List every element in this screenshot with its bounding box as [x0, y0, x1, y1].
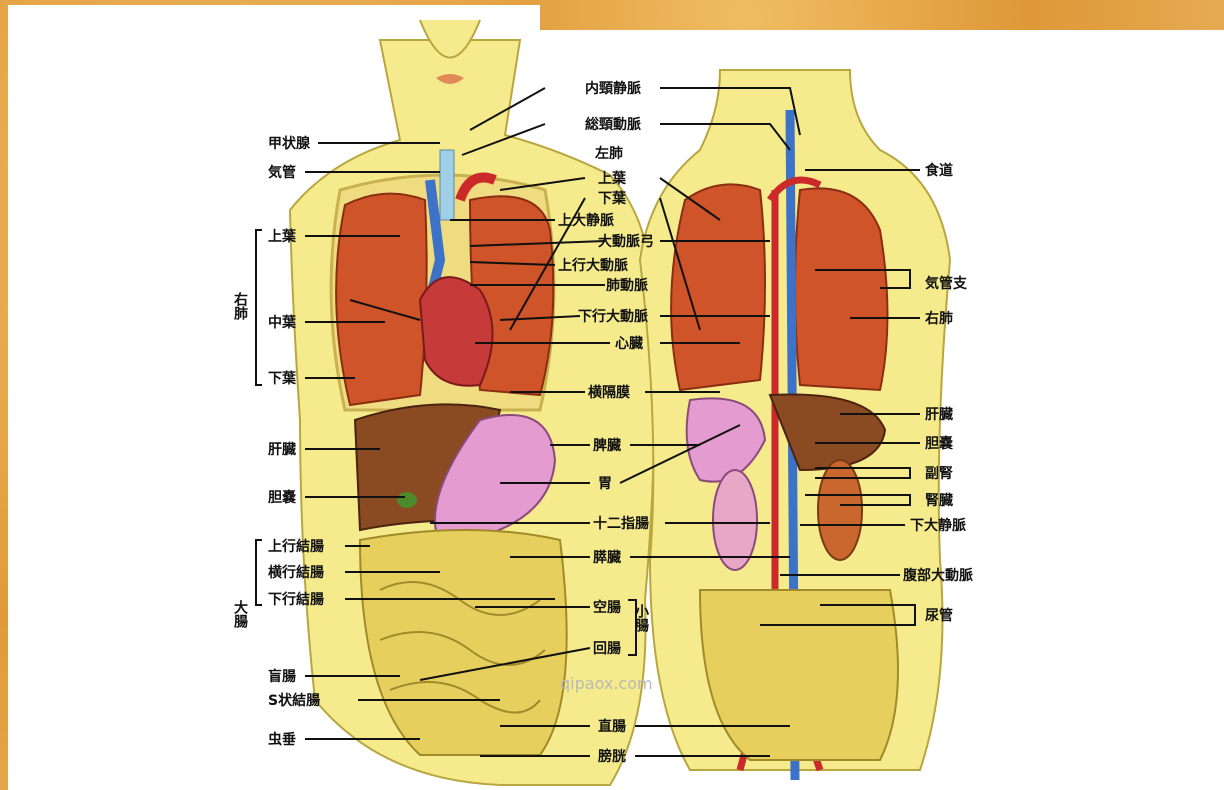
back-torso-illustration: [640, 70, 950, 780]
label-right-lower-lobe: 下葉: [268, 370, 297, 387]
label-thyroid: 甲状腺: [268, 135, 311, 152]
label-rear-right-lung: 右肺: [924, 310, 953, 327]
label-jugular: 内頸静脈: [585, 80, 641, 97]
label-bladder: 膀胱: [597, 748, 626, 765]
rear-kidney-right: [818, 460, 862, 560]
label-right-middle-lobe: 中葉: [268, 314, 297, 331]
label-kidney: 腎臓: [925, 492, 953, 509]
label-large-intestine-group: 大腸: [232, 599, 248, 629]
label-rectum: 直腸: [598, 718, 626, 735]
label-pancreas: 膵臓: [593, 549, 621, 566]
label-ureter: 尿管: [925, 607, 953, 624]
gallbladder-shape: [397, 492, 417, 508]
rear-kidney-left: [713, 470, 757, 570]
label-adrenal: 副腎: [925, 466, 953, 482]
label-pulmonary-artery: 肺動脈: [606, 277, 648, 294]
heart-shape: [420, 277, 493, 386]
label-descending-colon: 下行結腸: [268, 591, 324, 608]
label-liver: 肝臓: [268, 441, 296, 458]
trachea-shape: [440, 150, 454, 220]
label-cecum: 盲腸: [268, 668, 296, 685]
label-left-upper-lobe: 上葉: [598, 170, 627, 187]
label-right-lung-group: 右肺: [232, 291, 249, 321]
label-rear-gallbladder: 胆嚢: [925, 435, 954, 452]
label-ascending-aorta: 上行大動脈: [558, 257, 628, 274]
label-bronchi: 気管支: [925, 275, 968, 292]
label-aortic-arch: 大動脈弓: [598, 233, 654, 250]
label-rear-liver: 肝臓: [925, 406, 953, 423]
label-jejunum: 空腸: [593, 599, 621, 616]
label-right-upper-lobe: 上葉: [268, 228, 297, 245]
label-abdominal-aorta: 腹部大動脈: [903, 567, 973, 584]
label-ivc: 下大静脈: [910, 517, 966, 534]
label-appendix: 虫垂: [268, 731, 296, 748]
label-sigmoid: S状結腸: [268, 692, 320, 709]
label-diaphragm: 横隔膜: [588, 384, 630, 401]
label-esophagus: 食道: [925, 162, 953, 179]
label-descending-aorta: 下行大動脈: [578, 308, 648, 325]
watermark: qipaox.com: [560, 674, 653, 693]
label-gallbladder: 胆嚢: [268, 489, 297, 506]
label-svc: 上大静脈: [558, 212, 614, 229]
rear-left-lung: [671, 184, 765, 390]
label-stomach: 胃: [598, 476, 612, 492]
label-carotid: 総頸動脈: [585, 116, 641, 133]
label-ascending-colon: 上行結腸: [268, 538, 324, 555]
rear-intestines: [700, 590, 898, 760]
label-spleen: 脾臓: [593, 437, 621, 454]
label-left-lower-lobe: 下葉: [598, 190, 627, 207]
right-lung: [336, 194, 427, 405]
rear-right-lung: [795, 188, 888, 390]
label-trachea: 気管: [268, 164, 296, 181]
label-ileum: 回腸: [593, 640, 621, 657]
label-transverse-colon: 横行結腸: [268, 564, 324, 581]
label-left-lung: 左肺: [594, 145, 623, 162]
label-small-intestine-group: 小腸: [633, 604, 649, 633]
label-duodenum: 十二指腸: [593, 515, 649, 532]
label-heart: 心臓: [615, 335, 643, 352]
